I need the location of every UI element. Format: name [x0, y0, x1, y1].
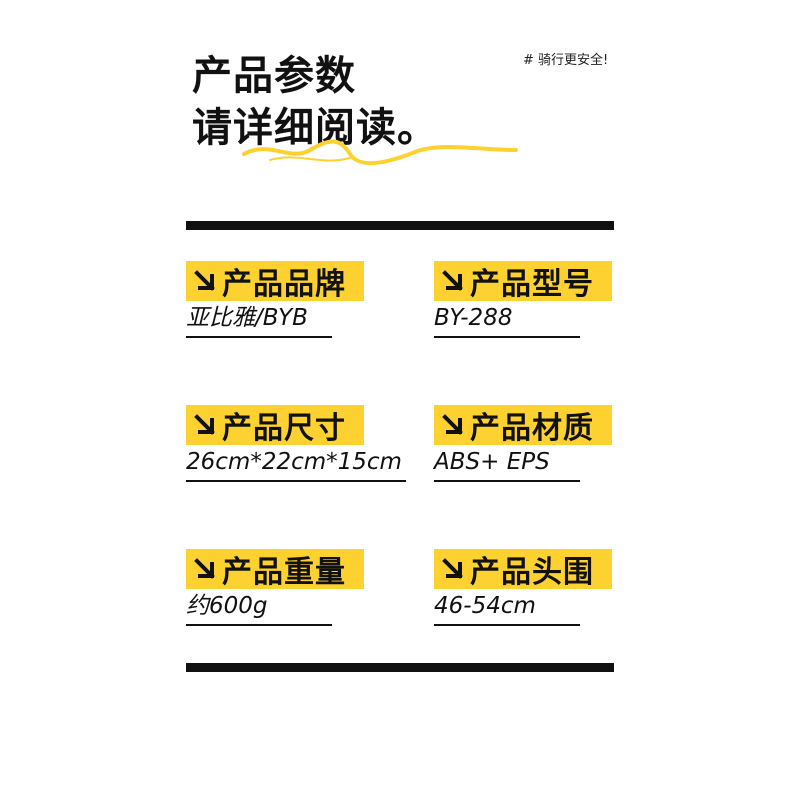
param-value: 约600g [186, 593, 268, 619]
slogan-hashtag: # 骑行更安全! [523, 53, 609, 68]
param-value: ABS+ EPS [434, 449, 550, 475]
value-underline [434, 336, 580, 338]
param-value: 46-54cm [434, 593, 536, 619]
param-value: BY-288 [434, 305, 513, 331]
value-underline [186, 336, 332, 338]
arrow-down-right-icon [194, 558, 215, 579]
param-label: 产品品牌 [222, 267, 346, 302]
param-label-box: 产品型号 [434, 261, 612, 302]
value-underline [434, 624, 580, 626]
arrow-down-right-icon [442, 270, 463, 291]
yellow-swash-decoration [242, 139, 518, 166]
page-title: 产品参数 [192, 53, 356, 99]
param-label: 产品材质 [470, 411, 594, 446]
value-underline [186, 480, 406, 482]
param-label-box: 产品品牌 [186, 261, 364, 302]
param-label-box: 产品头围 [434, 549, 612, 590]
param-label-box: 产品尺寸 [186, 405, 364, 446]
arrow-down-right-icon [194, 270, 215, 291]
value-underline [186, 624, 332, 626]
page-subtitle: 请详细阅读。 [192, 105, 438, 151]
param-label: 产品头围 [470, 555, 594, 590]
top-divider [186, 221, 614, 230]
arrow-down-right-icon [442, 414, 463, 435]
value-underline [434, 480, 580, 482]
arrow-down-right-icon [442, 558, 463, 579]
param-label: 产品尺寸 [222, 411, 346, 446]
arrow-down-right-icon [194, 414, 215, 435]
param-value: 亚比雅/BYB [186, 305, 308, 331]
param-label-box: 产品材质 [434, 405, 612, 446]
param-value: 26cm*22cm*15cm [186, 449, 402, 475]
param-label: 产品重量 [222, 555, 346, 590]
param-label: 产品型号 [470, 267, 594, 302]
bottom-divider [186, 663, 614, 672]
param-label-box: 产品重量 [186, 549, 364, 590]
